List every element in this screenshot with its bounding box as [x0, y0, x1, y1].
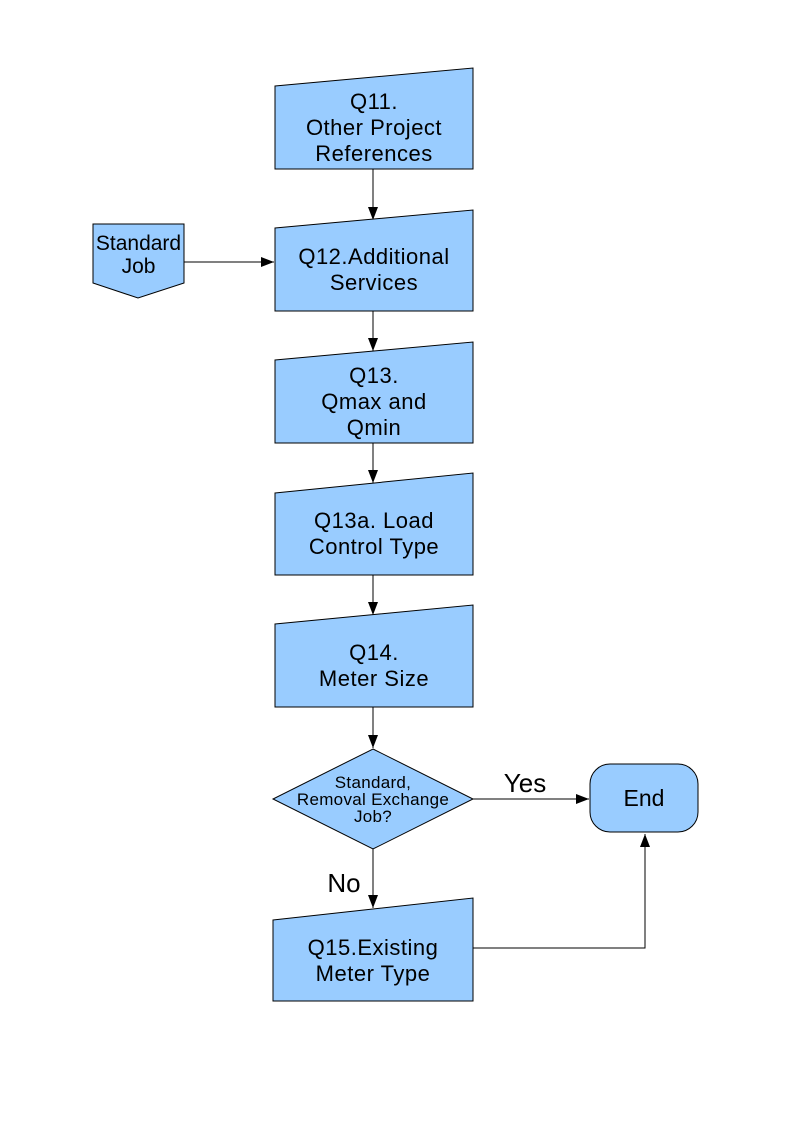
node-q13-qmax-and-qmin	[274, 341, 474, 444]
node-q12-additional-services	[274, 209, 474, 312]
connector-q15-to-end	[473, 834, 650, 949]
node-decision-standard-removal-exchange-job	[271, 748, 475, 850]
node-standard-job	[92, 223, 185, 299]
node-q15-existing-meter-type	[272, 897, 474, 1002]
node-q11-other-project-references	[274, 67, 474, 170]
node-q13a-load-control-type	[274, 472, 474, 576]
node-q14-meter-size	[274, 604, 474, 708]
node-end-terminator	[589, 763, 699, 833]
